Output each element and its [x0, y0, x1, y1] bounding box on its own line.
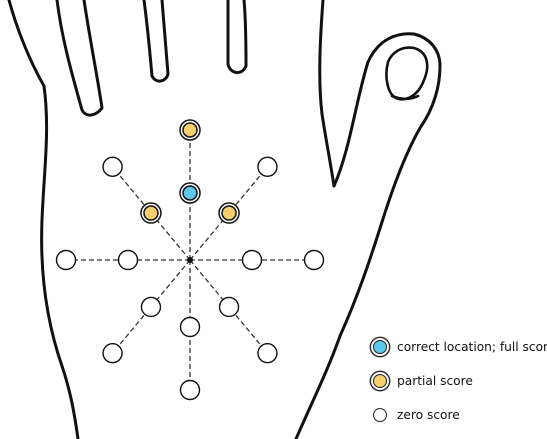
target-left-inner — [119, 251, 138, 270]
target-up-outer — [180, 120, 200, 140]
target-down-inner — [181, 318, 200, 337]
target-up-right-inner — [219, 203, 239, 223]
target-down-left-inner — [141, 297, 160, 316]
partial-swatch-icon — [373, 374, 387, 388]
target-right-inner — [243, 251, 262, 270]
target-up-left-outer — [103, 157, 122, 176]
target-up-left-inner — [141, 203, 161, 223]
zero-swatch-icon — [373, 408, 387, 422]
center-point — [187, 257, 193, 263]
legend-item-partial: partial score — [373, 364, 547, 398]
legend-label: correct location; full score — [397, 340, 547, 354]
legend-label: zero score — [397, 408, 460, 422]
legend-item-zero: zero score — [373, 398, 547, 432]
target-up-inner — [180, 183, 200, 203]
target-down-right-inner — [220, 297, 239, 316]
target-down-left-outer — [103, 344, 122, 363]
target-down-right-outer — [258, 344, 277, 363]
target-right-outer — [305, 251, 324, 270]
legend-label: partial score — [397, 374, 473, 388]
legend-item-correct: correct location; full score — [373, 330, 547, 364]
target-down-outer — [181, 381, 200, 400]
correct-swatch-icon — [373, 340, 387, 354]
target-up-right-outer — [258, 157, 277, 176]
legend: correct location; full score partial sco… — [373, 330, 547, 432]
target-left-outer — [57, 251, 76, 270]
